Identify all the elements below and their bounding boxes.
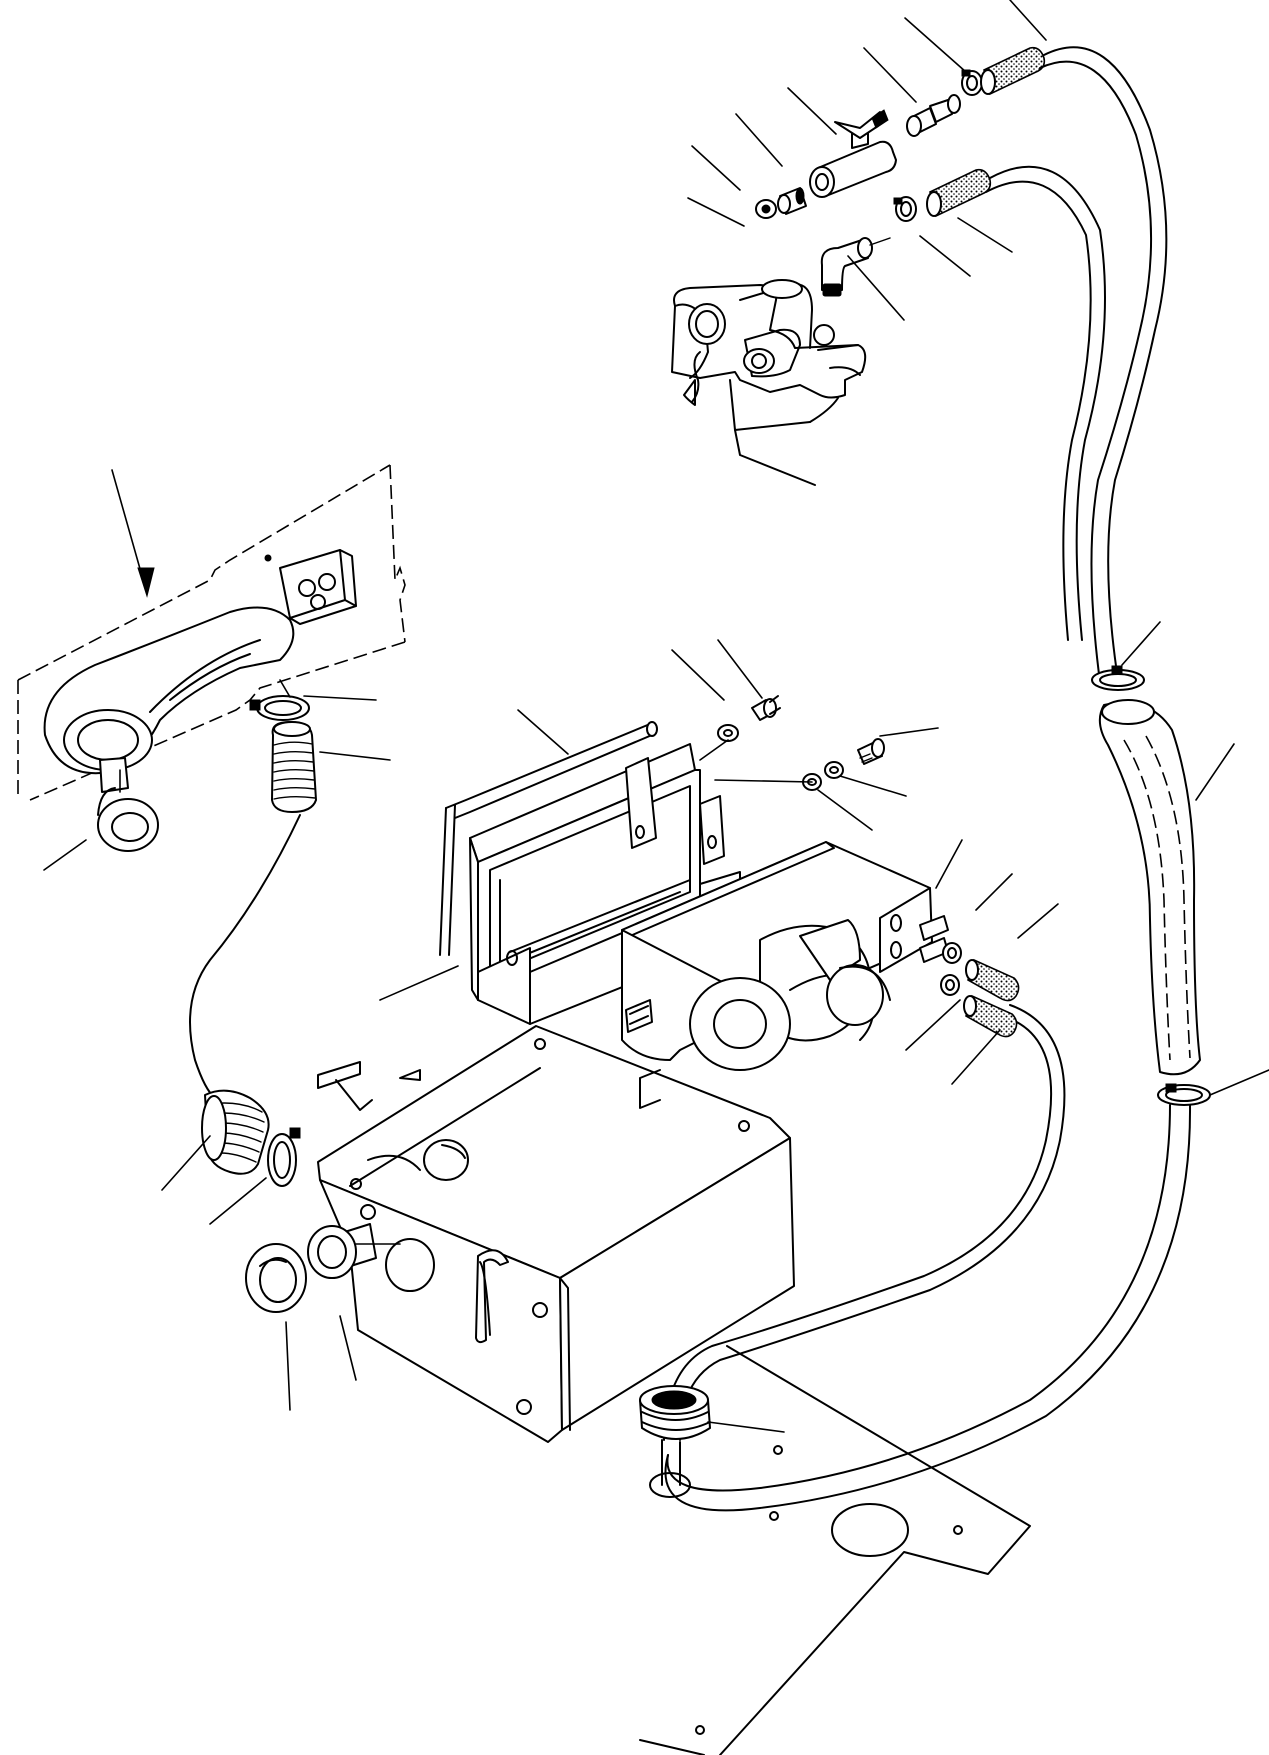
hose-clamp (942, 942, 962, 964)
hose-clamp (249, 679, 310, 721)
elbow-fitting (820, 237, 891, 297)
heater-housing (317, 1025, 795, 1443)
short-hose (963, 994, 1018, 1038)
short-hose (965, 958, 1020, 1002)
duct-hose (201, 1089, 270, 1175)
protective-sleeve (1098, 699, 1201, 1076)
engine-block (671, 279, 867, 486)
hose-clamp (1091, 665, 1145, 691)
bolt (857, 738, 885, 765)
grommet (639, 1385, 711, 1486)
short-hose (926, 168, 992, 218)
floor-plate (639, 1345, 1031, 1755)
callout-leaders (43, 0, 1269, 1433)
hose-clamp (961, 69, 983, 96)
duct-hose (189, 721, 317, 1099)
washer (755, 199, 777, 219)
bolt (751, 695, 781, 721)
defroster-nozzle (97, 757, 159, 852)
hose-clamp (1157, 1083, 1211, 1106)
hose-connector (906, 94, 961, 137)
washer (824, 761, 844, 779)
air-outlet-grille (307, 1223, 401, 1279)
retaining-rod (439, 721, 658, 956)
adapter (777, 187, 807, 215)
short-hose (980, 46, 1046, 96)
defroster-nozzle (43, 606, 295, 775)
return-hose (663, 1004, 1192, 1512)
long-supply-hose (985, 46, 1168, 683)
hose-clamp (940, 974, 960, 996)
washer (717, 724, 739, 742)
heater-unit (621, 841, 949, 1071)
air-outlet-grille (245, 1243, 307, 1313)
hose-clamp (267, 1127, 301, 1187)
shutoff-valve (809, 109, 897, 198)
hose-clamp (893, 196, 917, 222)
